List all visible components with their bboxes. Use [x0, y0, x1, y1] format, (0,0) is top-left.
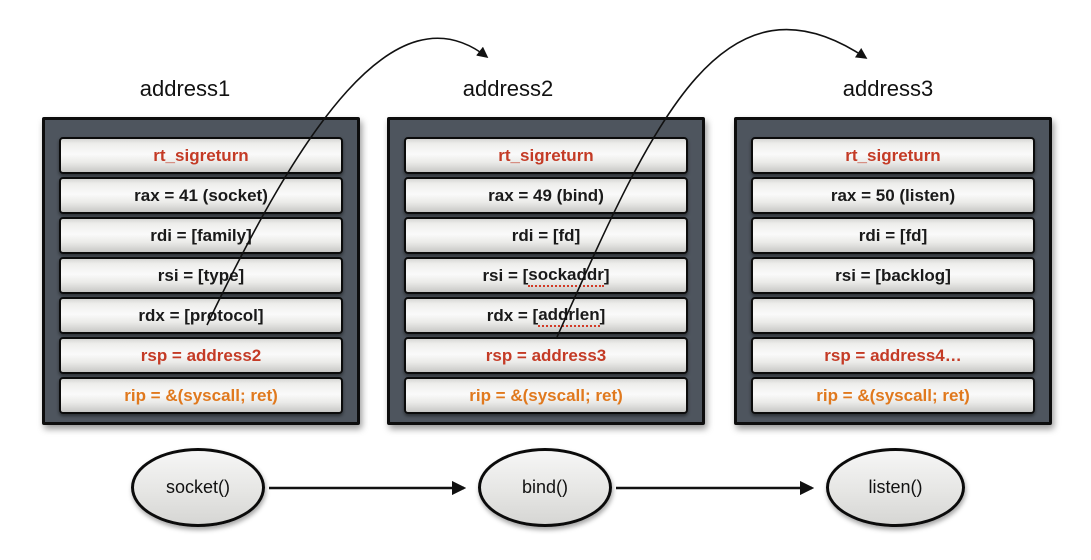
row-text: ] — [599, 305, 606, 325]
stack-row-rip: rip = &(syscall; ret) — [59, 377, 343, 414]
frame-label-address1: address1 — [139, 76, 231, 101]
syscall-label: bind() — [521, 477, 569, 497]
misspelled-word: addrlen — [538, 305, 600, 327]
stack-row-rsi: rsi = [sockaddr] — [404, 257, 688, 294]
stack-row-rdx: rdx = [addrlen] — [404, 297, 688, 334]
row-text: rt_sigreturn — [498, 145, 594, 165]
frame-label-address2: address2 — [462, 76, 554, 101]
row-text: rdx = [protocol] — [138, 305, 264, 325]
stack-row-rdx: rdx = [protocol] — [59, 297, 343, 334]
row-text: rsp = address2 — [140, 345, 262, 365]
row-text: rdi = [fd] — [511, 225, 581, 245]
row-text: rsp = address4… — [824, 345, 962, 365]
row-text: rdx = [ — [486, 305, 539, 325]
stack-row-rdi: rdi = [fd] — [404, 217, 688, 254]
row-text: rax = 41 (socket) — [134, 185, 268, 205]
syscall-label: socket() — [165, 477, 230, 497]
syscall-node-socket: socket() — [131, 448, 265, 527]
syscall-node-listen: listen() — [826, 448, 965, 527]
row-text: ] — [603, 265, 610, 285]
stack-frame-address1: rt_sigreturn rax = 41 (socket) rdi = [fa… — [42, 117, 360, 425]
row-text: rt_sigreturn — [153, 145, 249, 165]
syscall-node-bind: bind() — [478, 448, 612, 527]
row-text: rip = &(syscall; ret) — [469, 385, 623, 405]
stack-row-rdi: rdi = [fd] — [751, 217, 1035, 254]
stack-row-rax: rax = 49 (bind) — [404, 177, 688, 214]
stack-row-rax: rax = 50 (listen) — [751, 177, 1035, 214]
stack-row-rsi: rsi = [backlog] — [751, 257, 1035, 294]
stack-row-rsi: rsi = [type] — [59, 257, 343, 294]
stack-row-rdi: rdi = [family] — [59, 217, 343, 254]
row-text: rdi = [fd] — [858, 225, 928, 245]
stack-row-rsp: rsp = address4… — [751, 337, 1035, 374]
row-text: rsp = address3 — [485, 345, 607, 365]
row-text: rsi = [ — [482, 265, 529, 285]
stack-row-rt-sigreturn: rt_sigreturn — [751, 137, 1035, 174]
stack-row-rt-sigreturn: rt_sigreturn — [59, 137, 343, 174]
row-text: rdi = [family] — [150, 225, 252, 245]
stack-row-rsp: rsp = address2 — [59, 337, 343, 374]
stack-frame-address3: rt_sigreturn rax = 50 (listen) rdi = [fd… — [734, 117, 1052, 425]
stack-row-rip: rip = &(syscall; ret) — [404, 377, 688, 414]
stack-row-rax: rax = 41 (socket) — [59, 177, 343, 214]
row-text: rsi = [type] — [157, 265, 245, 285]
stack-row-rsp: rsp = address3 — [404, 337, 688, 374]
frame-label-address3: address3 — [842, 76, 934, 101]
row-text: rax = 50 (listen) — [830, 185, 956, 205]
row-text: rip = &(syscall; ret) — [816, 385, 970, 405]
stack-row-rip: rip = &(syscall; ret) — [751, 377, 1035, 414]
row-text: rip = &(syscall; ret) — [124, 385, 278, 405]
stack-frame-address2: rt_sigreturn rax = 49 (bind) rdi = [fd] … — [387, 117, 705, 425]
stack-row-rt-sigreturn: rt_sigreturn — [404, 137, 688, 174]
row-text: rax = 49 (bind) — [488, 185, 604, 205]
syscall-label: listen() — [868, 477, 923, 497]
stack-row-empty — [751, 297, 1035, 334]
row-text: rt_sigreturn — [845, 145, 941, 165]
row-text: rsi = [backlog] — [835, 265, 951, 285]
misspelled-word: sockaddr — [528, 265, 604, 287]
